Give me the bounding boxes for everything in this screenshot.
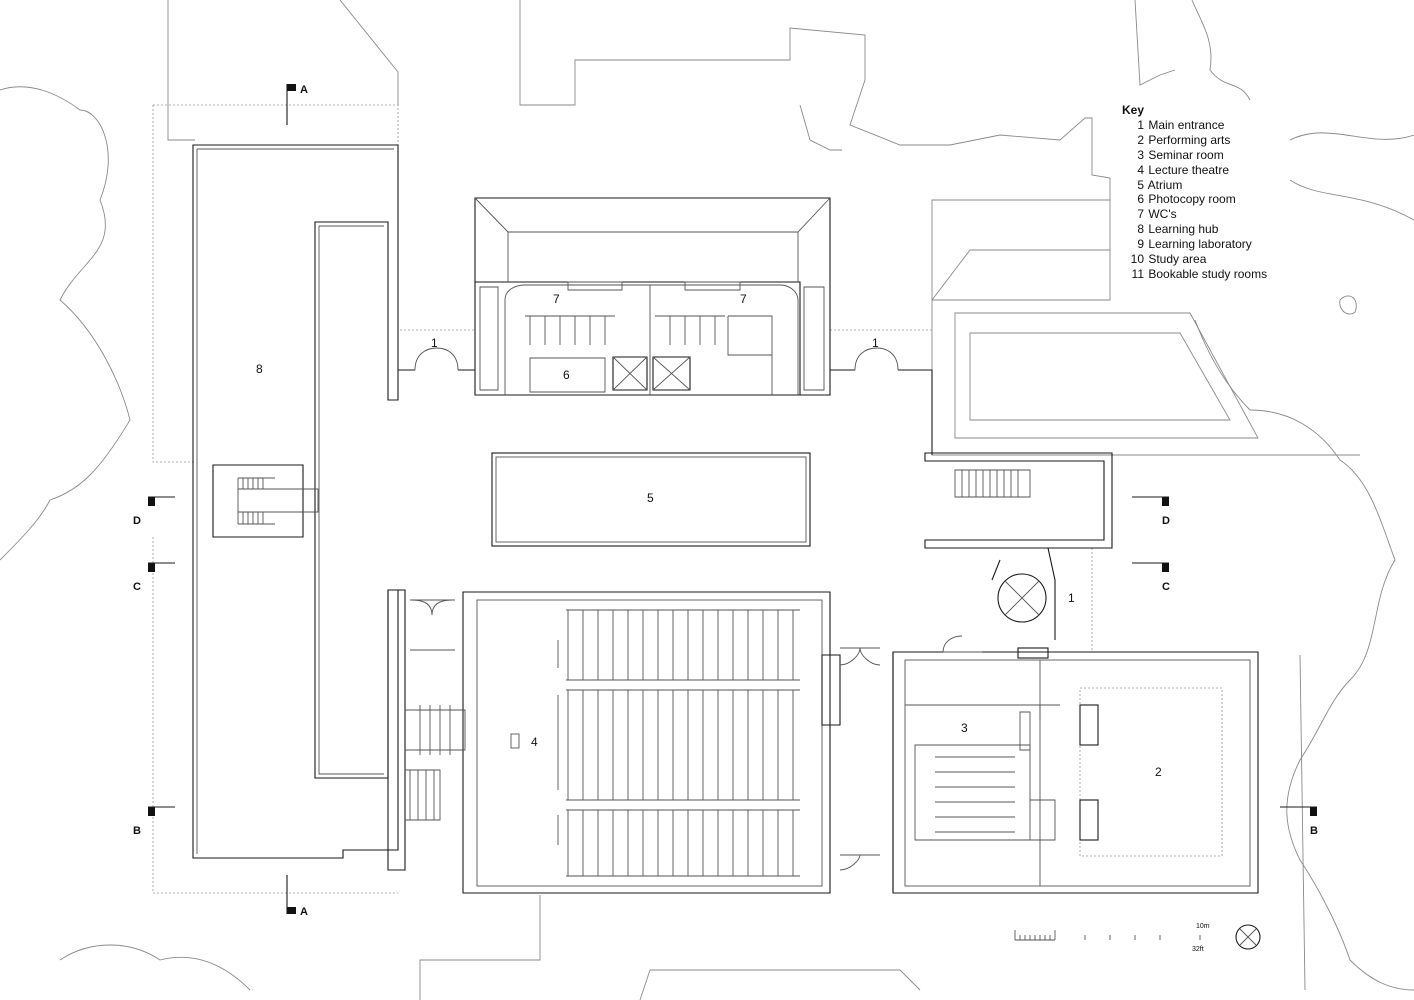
room-label-entrance-south: 1 xyxy=(1068,591,1075,605)
key-item-number: 11 xyxy=(1131,266,1144,281)
east-stair xyxy=(924,452,1113,549)
site-boundary xyxy=(152,104,1093,894)
room-label-entrance-east: 1 xyxy=(872,336,879,350)
room-label-performing-arts: 2 xyxy=(1155,765,1162,779)
key-item-label: WC's xyxy=(1148,207,1177,222)
room-labels: 8 1 1 1 7 7 6 5 4 3 2 10m 32ft xyxy=(256,292,1210,953)
key-item-label: Learning hub xyxy=(1148,222,1219,237)
key-item: 11 Bookable study rooms xyxy=(1122,266,1268,282)
room-label-wc-right: 7 xyxy=(740,292,747,306)
room-label-learning-hub: 8 xyxy=(256,362,263,376)
key-item: 10 Study area xyxy=(1122,252,1267,267)
key-item: 3 Seminar room xyxy=(1122,148,1267,163)
key-item: 1 Main entrance xyxy=(1122,118,1267,133)
key-item-number: 2 xyxy=(1137,132,1144,147)
key-item-number: 7 xyxy=(1137,207,1144,222)
key-title: Key xyxy=(1122,103,1145,117)
section-label-a-bottom: A xyxy=(300,906,308,918)
section-label-c-right: C xyxy=(1162,581,1170,593)
key-item: 5 Atrium xyxy=(1122,178,1267,193)
key-item-number: 8 xyxy=(1137,222,1144,237)
key-item-label: Study area xyxy=(1148,252,1207,267)
key-item: 4 Lecture theatre xyxy=(1122,163,1267,178)
atrium-void xyxy=(491,452,811,547)
key-item-label: Main entrance xyxy=(1148,117,1225,132)
central-core xyxy=(474,197,831,396)
key-item-number: 10 xyxy=(1130,252,1144,267)
key-item-number: 6 xyxy=(1137,192,1144,207)
key-item: 7 WC's xyxy=(1122,207,1267,222)
key-item: 2 Performing arts xyxy=(1122,133,1267,148)
key-item-label: Bookable study rooms xyxy=(1148,266,1268,281)
key-item-number: 3 xyxy=(1137,147,1144,162)
learning-hub-wing xyxy=(192,144,399,859)
west-stair xyxy=(387,589,466,871)
room-label-photocopy: 6 xyxy=(563,368,570,382)
room-label-lecture-theatre: 4 xyxy=(531,735,538,749)
revolving-door xyxy=(991,547,1056,640)
north-arrow-icon xyxy=(1235,924,1261,950)
section-label-d-left: D xyxy=(133,515,141,527)
section-markers: A A D D C C B B xyxy=(133,84,1318,918)
section-label-c-left: C xyxy=(133,581,141,593)
key-item: 9 Learning laboratory xyxy=(1122,237,1267,252)
key-item-number: 5 xyxy=(1137,177,1144,192)
entrance-doors-west xyxy=(398,347,933,455)
section-label-b-right: B xyxy=(1310,825,1318,837)
room-label-seminar-room: 3 xyxy=(961,721,968,735)
key-item: 6 Photocopy room xyxy=(1122,192,1267,207)
key-item: 8 Learning hub xyxy=(1122,222,1267,237)
scale-label-imperial: 32ft xyxy=(1192,946,1204,953)
room-label-entrance-west: 1 xyxy=(431,336,438,350)
key-item-number: 9 xyxy=(1137,237,1144,252)
key-item-label: Performing arts xyxy=(1148,132,1231,147)
key-item-label: Learning laboratory xyxy=(1148,237,1252,252)
key-item-number: 4 xyxy=(1137,162,1144,177)
section-label-a-top: A xyxy=(300,84,308,96)
section-label-d-right: D xyxy=(1162,515,1170,527)
key-item-label: Atrium xyxy=(1147,177,1183,192)
key-item-number: 1 xyxy=(1137,117,1144,132)
scale-label-metric: 10m xyxy=(1196,923,1210,930)
plan-key: Key 1 Main entrance 2 Performing arts 3 … xyxy=(1122,103,1267,282)
section-label-b-left: B xyxy=(133,825,141,837)
room-label-wc-left: 7 xyxy=(553,292,560,306)
room-label-atrium: 5 xyxy=(647,491,654,505)
key-item-label: Lecture theatre xyxy=(1148,162,1230,177)
lecture-theatre xyxy=(462,591,841,894)
scale-bar xyxy=(1014,930,1201,941)
performing-arts-block xyxy=(839,635,1259,894)
key-item-label: Seminar room xyxy=(1148,147,1224,162)
key-item-label: Photocopy room xyxy=(1148,192,1236,207)
